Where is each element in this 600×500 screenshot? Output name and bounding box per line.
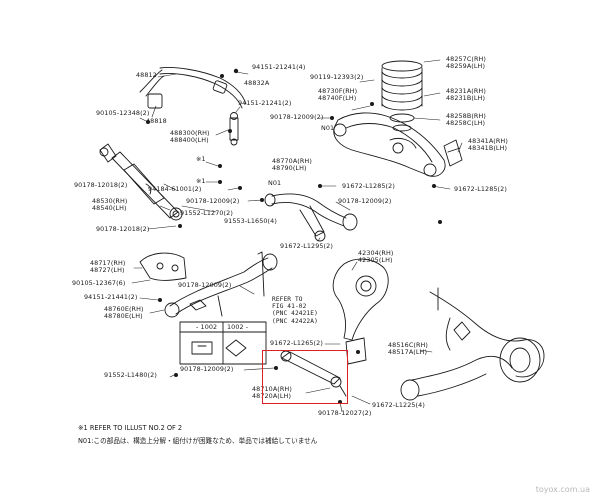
part-label: 48530(RH) 48540(LH) [92, 197, 128, 213]
part-label: 488300(RH) 488400(LH) [170, 129, 210, 145]
part-label: 48257C(RH) 48259A(LH) [446, 55, 487, 71]
inset-right-label: 1002 - [227, 323, 249, 331]
toe-control-arm [280, 350, 347, 397]
part-label: 91672-L1285(2) [342, 182, 395, 190]
part-label: 91672-L1265(2) [270, 339, 323, 347]
watermark: toyox.com.ua [535, 485, 590, 494]
inset-detail [179, 321, 267, 365]
part-label: 90119-12393(2) [310, 73, 364, 81]
part-label: 94151-21241(4) [252, 63, 306, 71]
part-label: 48231A(RH) 48231B(LH) [446, 87, 486, 103]
rear-axle-assembly [400, 287, 545, 401]
shock-absorber [99, 143, 183, 221]
part-label: 48710A(RH) 48720A(LH) [252, 385, 292, 401]
part-label: 90178-12009(2) [338, 197, 392, 205]
part-label: 90105-12348(2) [96, 109, 150, 117]
part-label: 48818 [146, 117, 167, 125]
part-label: 94151-21441(2) [84, 293, 138, 301]
suspension-member [333, 112, 446, 177]
lower-arm [139, 252, 278, 318]
part-label: 48812 [136, 71, 157, 79]
rod-assembly [217, 251, 265, 317]
upper-arm [264, 193, 358, 242]
part-label: 48770A(RH) 48790(LH) [272, 157, 312, 173]
bump-stopper [443, 139, 463, 167]
knuckle [332, 258, 389, 365]
part-label: 48516C(RH) 48517A(LH) [388, 341, 429, 357]
part-label: 91553-L1650(4) [224, 217, 277, 225]
part-label: 48730F(RH) 48740F(LH) [318, 87, 358, 103]
part-label: 48341A(RH) 48341B(LH) [468, 137, 508, 153]
part-label: 91672-L1225(4) [372, 401, 425, 409]
part-label: 48717(RH) 48727(LH) [90, 259, 126, 275]
part-label: 90178-12018(2) [96, 225, 150, 233]
part-label: 42304(RH) 42305(LH) [358, 249, 394, 265]
part-label: ※1 [196, 155, 206, 163]
part-label: 94151-21241(2) [238, 99, 292, 107]
coil-spring [381, 60, 423, 132]
refer-note: REFER TO FIG 41-02 (PNC 42421E) (PNC 424… [272, 296, 318, 325]
part-label: 90105-12367(6) [72, 279, 126, 287]
inset-left-label: - 1002 [196, 323, 218, 331]
leader-lines [131, 59, 463, 413]
part-label: 91552-L1270(2) [180, 209, 233, 217]
part-label: ※1 [196, 177, 206, 185]
part-label: N01 [268, 179, 282, 187]
fastener-markers [146, 68, 442, 404]
footnote-refer: ※1 REFER TO ILLUST NO.2 OF 2 [78, 424, 183, 432]
part-label: 91672-L1295(2) [280, 242, 333, 250]
part-label: 91672-L1285(2) [454, 185, 507, 193]
part-label: 90178-12027(2) [318, 409, 372, 417]
part-label: 48760E(RH) 48780E(LH) [104, 305, 144, 321]
part-label: 94184-61001(2) [148, 185, 202, 193]
part-label: 48258B(RH) 48258C(LH) [446, 112, 486, 128]
part-label: 90178-12009(2) [178, 281, 232, 289]
part-label: N01 [321, 124, 335, 132]
part-label: 90178-12009(2) [180, 365, 234, 373]
part-label: 90178-12009(2) [270, 113, 324, 121]
part-label: 91552-L1480(2) [104, 371, 157, 379]
footnote-n01: N01:この部品は、構造上分解・組付けが困難なため、単品では補給していません [78, 437, 318, 445]
part-label: 90178-12018(2) [74, 181, 128, 189]
highlight-box [262, 350, 348, 404]
part-label: 48832A [244, 79, 270, 87]
part-label: 90178-12009(2) [186, 197, 240, 205]
